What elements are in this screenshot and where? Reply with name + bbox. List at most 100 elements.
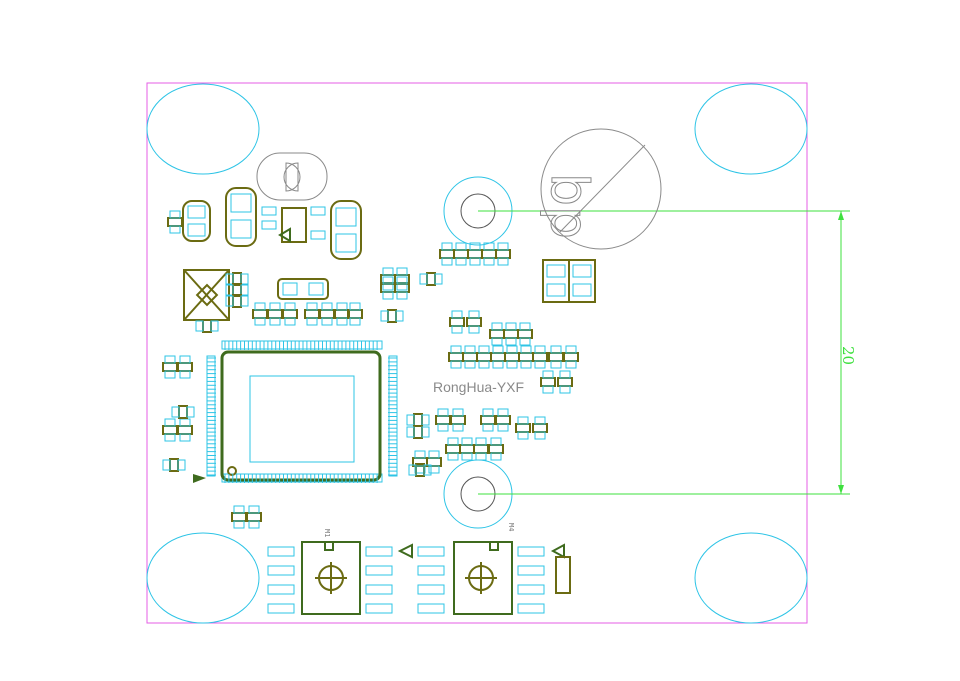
passive-component <box>246 505 262 529</box>
passive-component <box>473 437 489 461</box>
passive-component <box>252 302 268 326</box>
svg-text:pb: pb <box>533 173 593 239</box>
passive-component <box>282 302 298 326</box>
diode-component <box>542 259 570 303</box>
mount-slot-bottom-right <box>694 532 808 624</box>
passive-component <box>481 242 497 266</box>
passive-component <box>162 458 186 472</box>
passive-component <box>453 242 469 266</box>
module-pad <box>517 603 545 614</box>
module-pad <box>267 603 295 614</box>
capacitor-c2 <box>225 187 257 247</box>
diode-component <box>568 259 596 303</box>
passive-component <box>476 345 492 369</box>
passive-component <box>334 302 350 326</box>
passive-component <box>406 425 430 439</box>
mount-slot-top-left <box>146 83 260 175</box>
module-pad <box>517 546 545 557</box>
board-outline <box>146 82 808 624</box>
module-pad <box>417 546 445 557</box>
passive-component <box>304 302 320 326</box>
regulator-footprint <box>261 206 326 243</box>
module-pad <box>365 603 393 614</box>
passive-component <box>504 345 520 369</box>
passive-component <box>466 310 482 334</box>
main-mcu-chip <box>193 340 398 483</box>
passive-component <box>532 416 548 440</box>
module-pad <box>267 546 295 557</box>
passive-component <box>177 355 193 379</box>
module-m1-ref: M1 <box>323 529 331 537</box>
sensor-module <box>183 269 230 321</box>
module-pad <box>267 584 295 595</box>
module-m4: M4 <box>453 523 515 615</box>
passive-component <box>448 345 464 369</box>
passive-component <box>435 408 451 432</box>
module-side-cap <box>555 556 571 594</box>
passive-component <box>450 408 466 432</box>
silk-label: RongHua-YXF <box>433 379 524 395</box>
passive-component <box>480 408 496 432</box>
passive-component <box>408 463 432 477</box>
passive-component <box>459 437 475 461</box>
passive-component <box>557 370 573 394</box>
module-m1: M1 <box>301 529 361 615</box>
dimension-value: 20 <box>839 346 857 365</box>
passive-component <box>162 418 178 442</box>
passive-component <box>495 408 511 432</box>
passive-component <box>231 505 247 529</box>
passive-component <box>518 345 534 369</box>
module-pad <box>365 546 393 557</box>
passive-component <box>503 322 519 346</box>
passive-component <box>195 319 219 333</box>
passive-component <box>462 345 478 369</box>
passive-component <box>394 276 410 300</box>
passive-component <box>467 242 483 266</box>
pin1-marker-m1 <box>397 543 413 559</box>
pin1-marker-m4 <box>550 543 565 559</box>
passive-component <box>267 302 283 326</box>
module-pad <box>417 584 445 595</box>
mount-slot-bottom-left <box>146 532 260 624</box>
oscillator-footprint <box>256 152 328 201</box>
fuse-footprint <box>277 278 329 300</box>
passive-component <box>225 294 249 308</box>
passive-component <box>439 242 455 266</box>
module-pad <box>517 584 545 595</box>
passive-component <box>449 310 465 334</box>
mount-slot-top-right <box>694 83 808 175</box>
module-pad <box>365 565 393 576</box>
module-pad <box>417 603 445 614</box>
passive-component <box>177 418 193 442</box>
passive-component <box>532 345 548 369</box>
capacitor-c1 <box>182 200 211 242</box>
lead-free-symbol: pb <box>533 128 662 250</box>
passive-component <box>445 437 461 461</box>
module-m4-ref: M4 <box>507 523 515 531</box>
dimension-annotation: 20 <box>478 210 857 495</box>
passive-component <box>167 210 183 234</box>
passive-component <box>495 242 511 266</box>
passive-component <box>162 355 178 379</box>
passive-component <box>490 345 506 369</box>
module-pad <box>267 565 295 576</box>
qfp-pins <box>207 341 397 483</box>
module-pad <box>517 565 545 576</box>
passive-component <box>406 413 430 427</box>
passive-components <box>162 210 596 529</box>
passive-component <box>489 322 505 346</box>
passive-component <box>380 309 404 323</box>
passive-component <box>347 302 363 326</box>
passive-component <box>419 272 443 286</box>
module-pad <box>365 584 393 595</box>
passive-component <box>171 405 195 419</box>
module-pad <box>417 565 445 576</box>
capacitor-c3 <box>330 200 362 260</box>
passive-component <box>515 416 531 440</box>
passive-component <box>517 322 533 346</box>
passive-component <box>563 345 579 369</box>
passive-component <box>488 437 504 461</box>
passive-component <box>426 450 442 474</box>
passive-component <box>540 370 556 394</box>
